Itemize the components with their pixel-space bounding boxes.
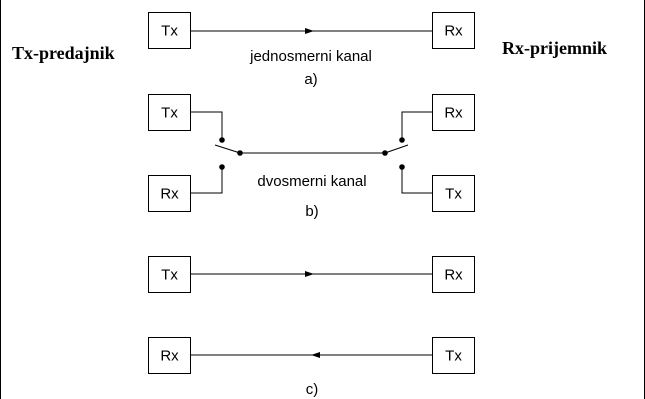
full-duplex-arrow-right-icon [305, 271, 314, 277]
full-duplex-row2-tx-label: Tx [445, 348, 462, 365]
half-duplex-right-rx-box [432, 94, 475, 131]
left-switch-upper-lead [191, 111, 223, 140]
receiver-label: Rx-prijemnik [502, 38, 607, 58]
full-duplex-arrow-left-icon [311, 352, 320, 358]
full-duplex-row2-rx-label: Rx [160, 348, 179, 365]
right-switch-upper-lead [401, 111, 432, 140]
right-switch-blade [384, 144, 409, 154]
right-switch-lower-lead [401, 167, 432, 194]
half-duplex-left-rx-box [148, 175, 191, 212]
right-switch-contact-dot [399, 164, 405, 170]
full-duplex-row2-rx-box [148, 337, 191, 374]
panel-simplex: Tx Rx jednosmerni kanal a) [148, 12, 475, 88]
panel-half-duplex: Tx Rx Rx Tx dvosmerni kanal [148, 94, 475, 220]
simplex-rx-label: Rx [444, 23, 463, 40]
left-switch-lower-lead [191, 167, 223, 194]
half-duplex-right-tx-label: Tx [445, 186, 462, 203]
simplex-rx-box [432, 12, 475, 49]
half-duplex-right-tx-box [432, 175, 475, 212]
half-duplex-tag: b) [305, 203, 318, 220]
half-duplex-left-tx-label: Tx [161, 105, 178, 122]
left-switch-blade [214, 144, 241, 154]
transmitter-label: Tx-predajnik [12, 43, 115, 63]
right-switch-contact-dot [399, 137, 405, 143]
full-duplex-row1-rx-box [432, 256, 475, 293]
half-duplex-channel-caption: dvosmerni kanal [257, 173, 366, 190]
simplex-tx-label: Tx [161, 23, 178, 40]
simplex-arrow-right-icon [305, 28, 314, 34]
left-switch-contact-dot [219, 164, 225, 170]
half-duplex-left-rx-label: Rx [160, 186, 179, 203]
full-duplex-tag: c) [306, 381, 319, 398]
simplex-channel-caption: jednosmerni kanal [249, 48, 372, 65]
simplex-tx-box [148, 12, 191, 49]
half-duplex-right-rx-label: Rx [444, 105, 463, 122]
left-switch-contact-dot [219, 137, 225, 143]
full-duplex-row2-tx-box [432, 337, 475, 374]
full-duplex-row1-rx-label: Rx [444, 267, 463, 284]
simplex-tag: a) [304, 71, 317, 88]
full-duplex-row1-tx-label: Tx [161, 267, 178, 284]
full-duplex-row1-tx-box [148, 256, 191, 293]
panel-full-duplex: Tx Rx Rx Tx c) [148, 256, 475, 398]
half-duplex-left-tx-box [148, 94, 191, 131]
